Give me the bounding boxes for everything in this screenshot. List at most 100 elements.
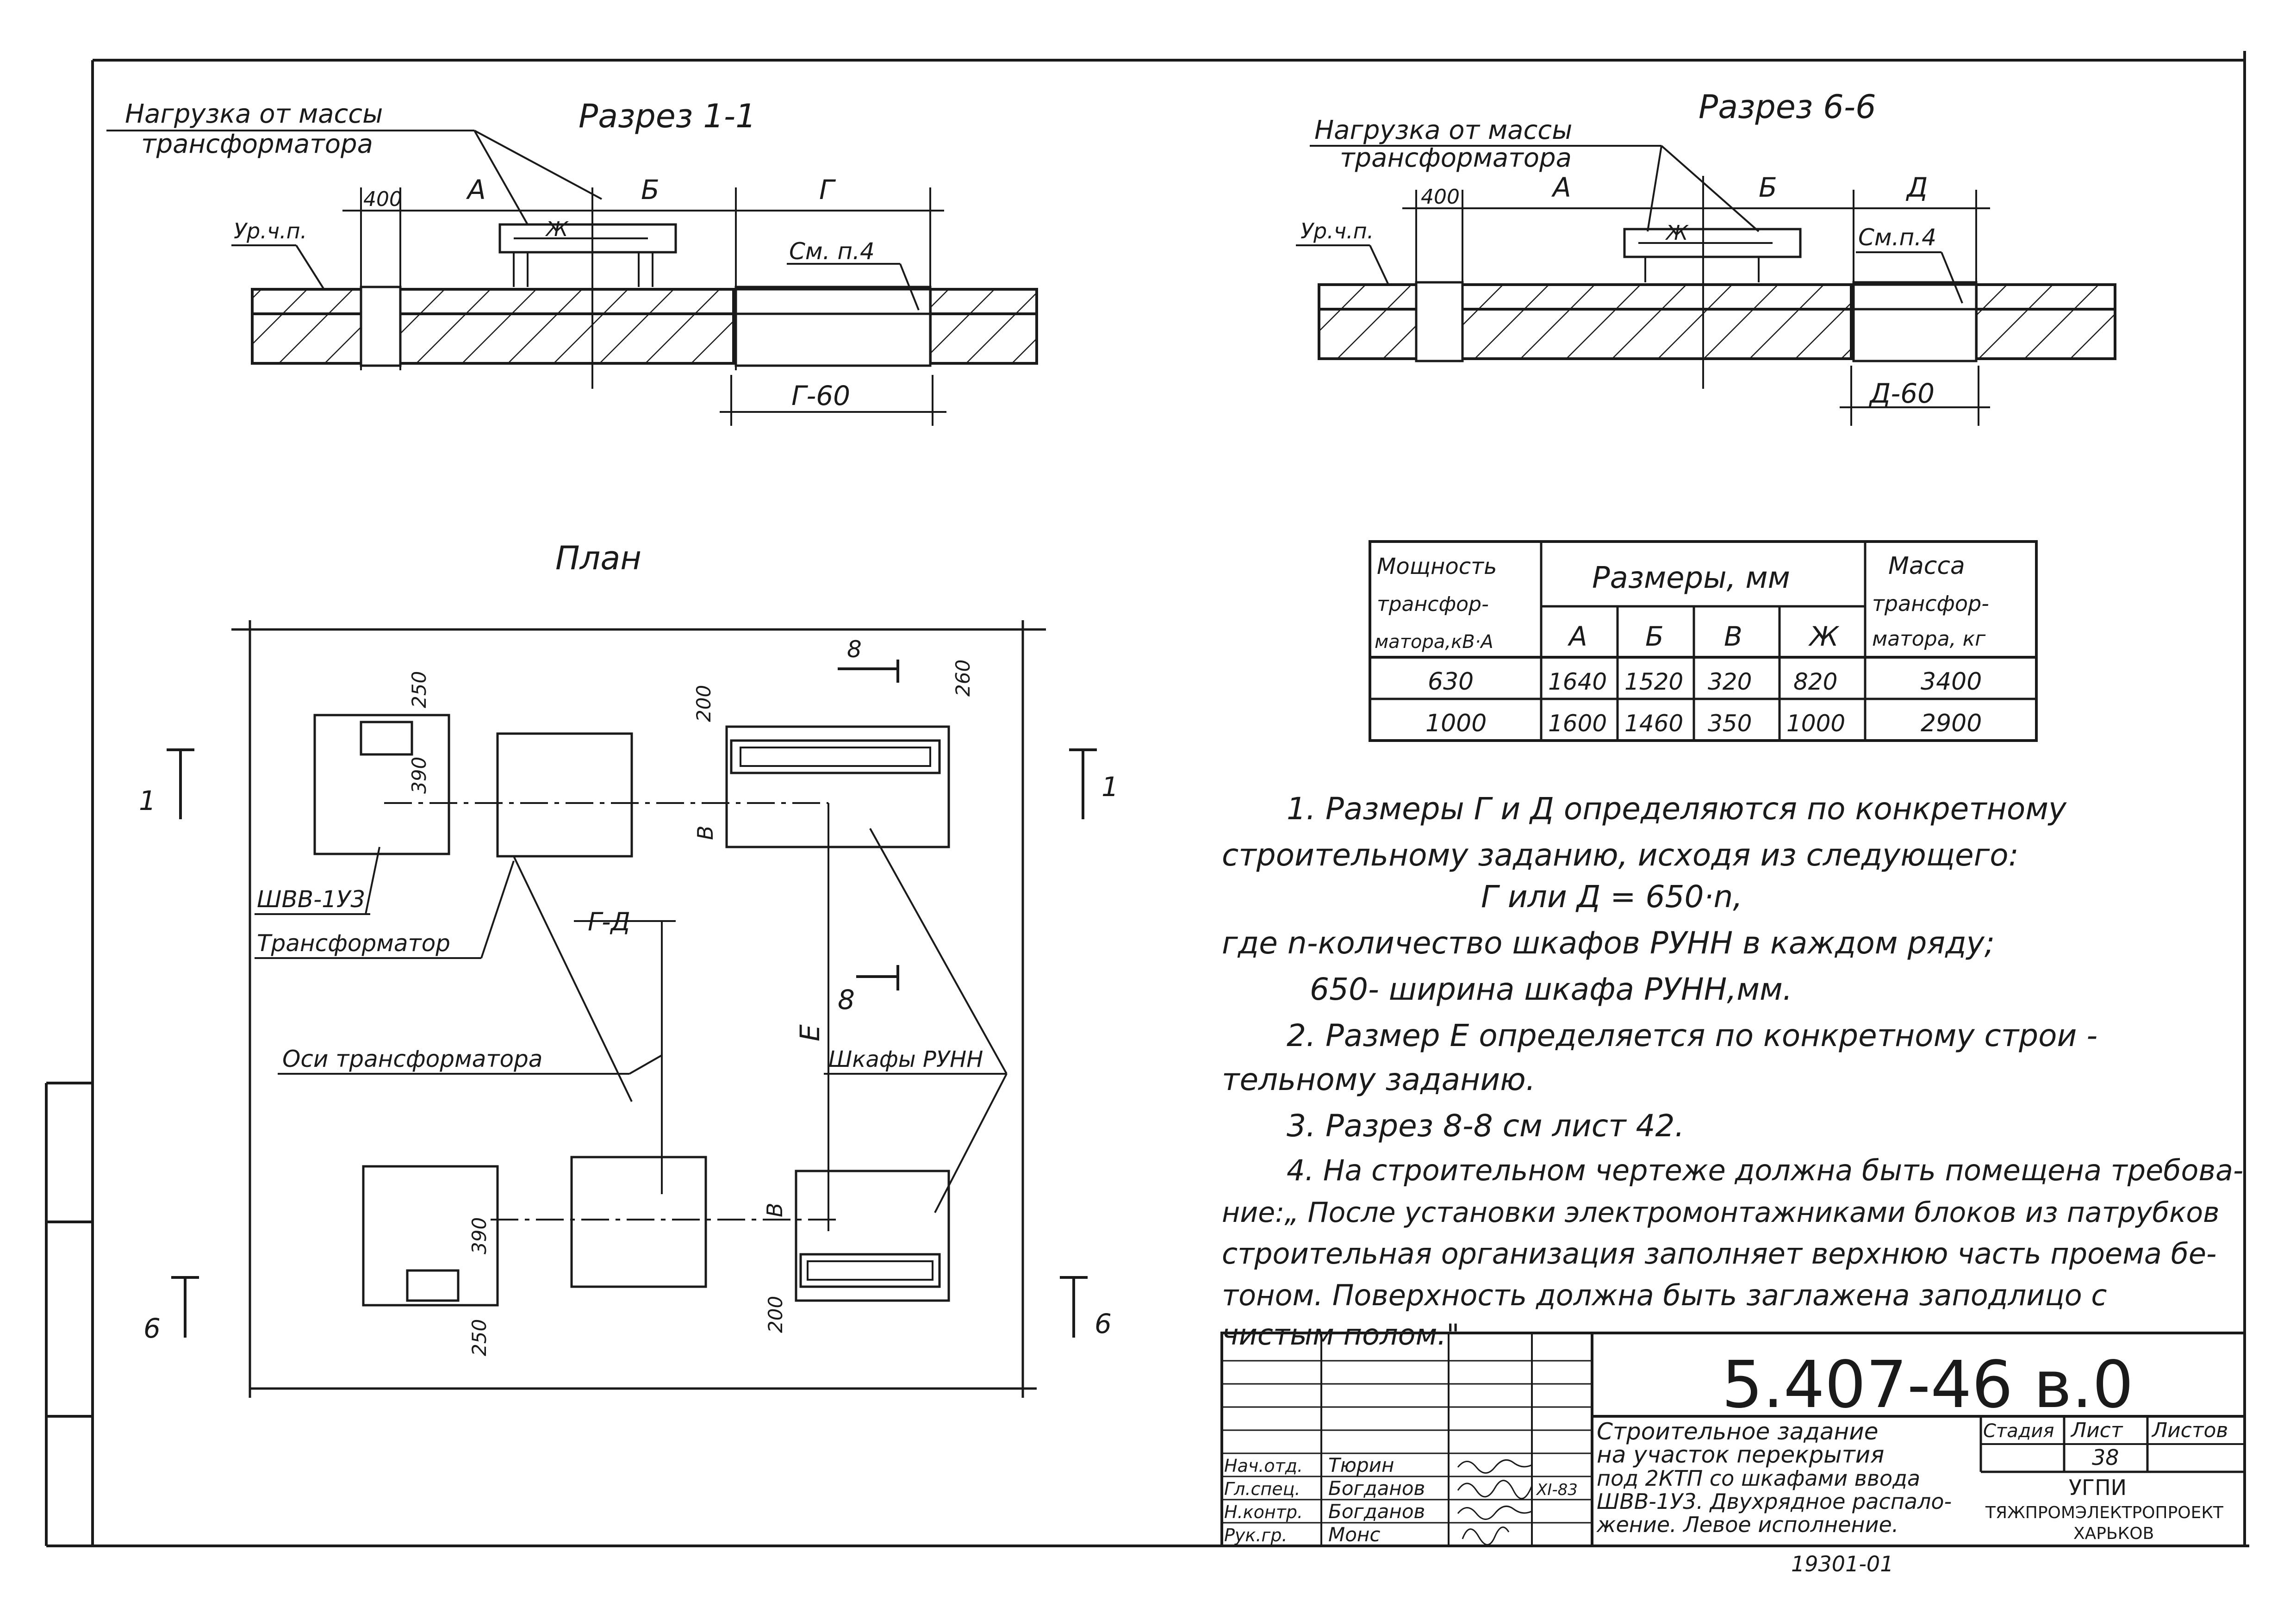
col-mass-1: Масса — [1888, 552, 1965, 580]
dim-d60: Д-60 — [1868, 378, 1935, 409]
note-line: чистым полом." — [1222, 1318, 1460, 1351]
sub-header-v: В — [1724, 621, 1742, 652]
cell: 320 — [1708, 668, 1752, 695]
cut-8-mid: 8 — [838, 984, 855, 1015]
sub-header-b: Б — [1645, 621, 1664, 652]
label-axes: Оси трансформатора — [282, 1046, 542, 1072]
cut-6-left: 6 — [143, 1313, 161, 1344]
desc-line: ШВВ-1У3. Двухрядное распало- — [1597, 1489, 1952, 1514]
name: Богданов — [1328, 1477, 1425, 1500]
label-cabinets: Шкафы РУНН — [828, 1046, 983, 1072]
dim-a: А — [1551, 172, 1571, 203]
cell: 630 — [1428, 668, 1474, 696]
dim-g: Г — [819, 174, 836, 206]
desc-line: жение. Левое исполнение. — [1596, 1512, 1898, 1537]
floor-level-label: Ур.ч.п. — [234, 218, 307, 243]
floor-level-label: Ур.ч.п. — [1300, 218, 1374, 243]
cell: 1000 — [1425, 710, 1487, 737]
section-6-6-title: Разрез 6-6 — [1699, 88, 1876, 126]
note-line: тоном. Поверхность должна быть заглажена… — [1222, 1278, 2107, 1312]
org-line: УГПИ — [2069, 1475, 2127, 1500]
plan-view: План 250 390 200 260 В Г-Д Е ШВВ-1У3 Тра… — [139, 539, 1119, 1398]
label-shvv: ШВВ-1У3 — [257, 886, 365, 913]
cell: 1600 — [1548, 710, 1607, 737]
name: Богданов — [1328, 1500, 1425, 1523]
note-line: 650- ширина шкафа РУНН,мм. — [1310, 972, 1792, 1007]
dim-260: 260 — [952, 660, 974, 697]
cell: 1640 — [1548, 668, 1607, 695]
role: Рук.гр. — [1224, 1525, 1288, 1545]
cell: 350 — [1708, 710, 1752, 737]
col-mass-2: трансфор- — [1872, 591, 1989, 616]
cell: 3400 — [1921, 668, 1982, 696]
load-label-line-1: Нагрузка от массы — [125, 99, 383, 129]
bottom-code: 19301-01 — [1791, 1551, 1893, 1576]
sub-header-a: А — [1567, 621, 1587, 652]
notes: 1. Размеры Г и Д определяются по конкрет… — [1222, 791, 2243, 1351]
dim-250-top: 250 — [408, 671, 430, 708]
dim-390-bottom: 390 — [468, 1217, 491, 1254]
note-line: ние:„ После установки электромонтажникам… — [1222, 1196, 2219, 1229]
cut-1-right: 1 — [1101, 771, 1119, 803]
section-6-6: Разрез 6-6 Нагрузка от массы трансформат… — [1296, 88, 2116, 426]
dim-zh: Ж — [1665, 221, 1689, 245]
cell: 1000 — [1786, 710, 1845, 737]
load-label-line-1: Нагрузка от массы — [1314, 115, 1572, 145]
dim-200-top: 200 — [692, 685, 715, 722]
cell: 1520 — [1624, 668, 1683, 695]
label-transformer: Трансформатор — [257, 930, 450, 957]
sheet-frame — [45, 51, 2249, 1547]
dim-v-bottom: В — [762, 1202, 787, 1217]
dim-a: А — [466, 174, 486, 206]
sub-header-zh: Ж — [1808, 621, 1840, 652]
cell: 820 — [1793, 668, 1837, 695]
dimensions-table: Мощность трансфор- матора,кВ·А Размеры, … — [1369, 540, 2038, 742]
sheets-label: Листов — [2151, 1419, 2228, 1442]
title-block: 5.407-46 в.0 Строительное задание на уча… — [1220, 1332, 2246, 1547]
name: Монс — [1328, 1523, 1381, 1546]
col-power-1: Мощность — [1377, 554, 1497, 579]
dim-v-top: В — [693, 825, 718, 840]
dim-250-bottom: 250 — [468, 1319, 491, 1356]
note-line: 2. Размер Е определяется по конкретному … — [1287, 1018, 2097, 1053]
signatures — [1457, 1459, 1533, 1545]
dim-g60: Г-60 — [791, 380, 850, 411]
note-line: тельному заданию. — [1222, 1062, 1536, 1097]
dim-200-bottom: 200 — [764, 1296, 787, 1333]
role: Гл.спец. — [1224, 1479, 1300, 1499]
table-row: 630 1640 1520 320 820 3400 — [1428, 668, 1982, 696]
note-line: 4. На строительном чертеже должна быть п… — [1287, 1153, 2243, 1187]
dim-400: 400 — [1421, 185, 1460, 209]
cut-8-top: 8 — [847, 636, 862, 663]
dim-zh: Ж — [545, 218, 569, 241]
sheet-number: 38 — [2092, 1445, 2119, 1470]
dim-b: Б — [1759, 172, 1777, 203]
note-line: 3. Разрез 8-8 см лист 42. — [1287, 1108, 1684, 1144]
dim-e: Е — [794, 1024, 826, 1041]
note-line: Г или Д = 650·n, — [1481, 879, 1742, 915]
cut-1-left: 1 — [139, 785, 156, 816]
date: XI-83 — [1536, 1481, 1578, 1499]
desc-line: Строительное задание — [1597, 1418, 1879, 1445]
load-label-line-2: трансформатора — [1340, 143, 1572, 173]
col-sizes: Размеры, мм — [1592, 561, 1790, 595]
org-line: ХАРЬКОВ — [2073, 1524, 2154, 1543]
note-line: 1. Размеры Г и Д определяются по конкрет… — [1287, 791, 2067, 827]
sheet-label: Лист — [2070, 1419, 2123, 1442]
dim-d: Д — [1905, 172, 1928, 203]
cut-6-right: 6 — [1095, 1308, 1112, 1339]
note-line: где n-количество шкафов РУНН в каждом ря… — [1222, 925, 1995, 961]
name: Тюрин — [1328, 1454, 1394, 1476]
dim-390-top: 390 — [408, 757, 430, 794]
note-line: строительная организация заполняет верхн… — [1222, 1237, 2216, 1270]
dim-b: Б — [641, 174, 660, 206]
stage-label: Стадия — [1983, 1420, 2054, 1442]
note-ref: См. п.4 — [789, 238, 875, 265]
doc-number: 5.407-46 в.0 — [1722, 1347, 2134, 1423]
cell: 1460 — [1624, 710, 1683, 737]
cell: 2900 — [1921, 710, 1982, 737]
desc-line: на участок перекрытия — [1597, 1441, 1884, 1468]
role: Н.контр. — [1224, 1502, 1303, 1522]
dim-400: 400 — [363, 187, 402, 211]
